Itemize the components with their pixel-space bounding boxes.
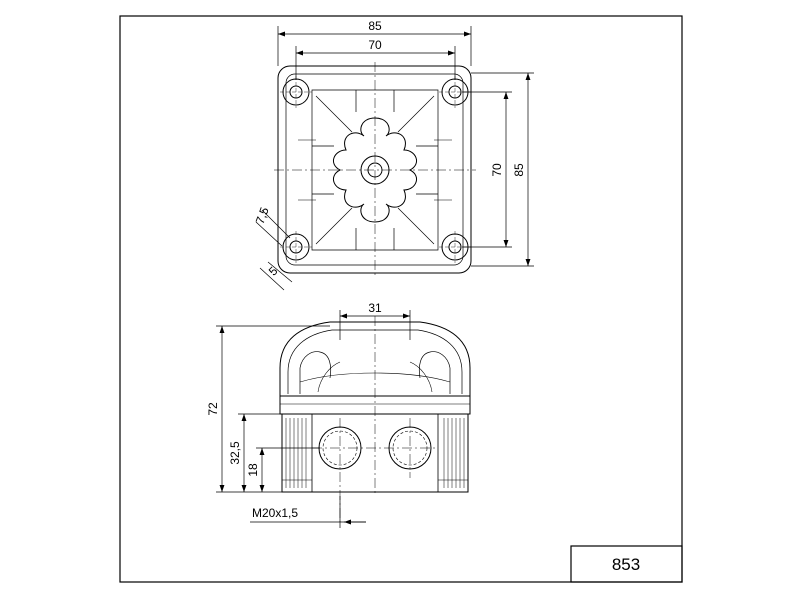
drawing-number: 853 xyxy=(612,555,640,574)
top-view-dimensions xyxy=(255,26,534,291)
dim-outer-height: 85 xyxy=(512,163,526,177)
title-block: 853 xyxy=(570,545,683,583)
dim-total-height: 72 xyxy=(206,402,220,416)
dim-corner-offset: 7,5 xyxy=(253,205,272,226)
center-rosette xyxy=(332,117,418,223)
housing-outline xyxy=(277,65,472,274)
side-view xyxy=(279,316,471,522)
drawing-frame xyxy=(119,15,683,583)
dim-entry-thread: M20x1,5 xyxy=(252,506,298,520)
dim-body-height: 32,5 xyxy=(228,441,242,465)
side-view-dimensions xyxy=(216,310,411,528)
dim-hole-spacing-width: 70 xyxy=(368,38,382,52)
dim-top-width: 31 xyxy=(368,301,382,315)
dim-entry-height: 18 xyxy=(246,463,260,477)
dim-outer-width: 85 xyxy=(368,19,382,33)
top-view xyxy=(274,62,476,276)
dim-hole-spacing-height: 70 xyxy=(490,163,504,177)
